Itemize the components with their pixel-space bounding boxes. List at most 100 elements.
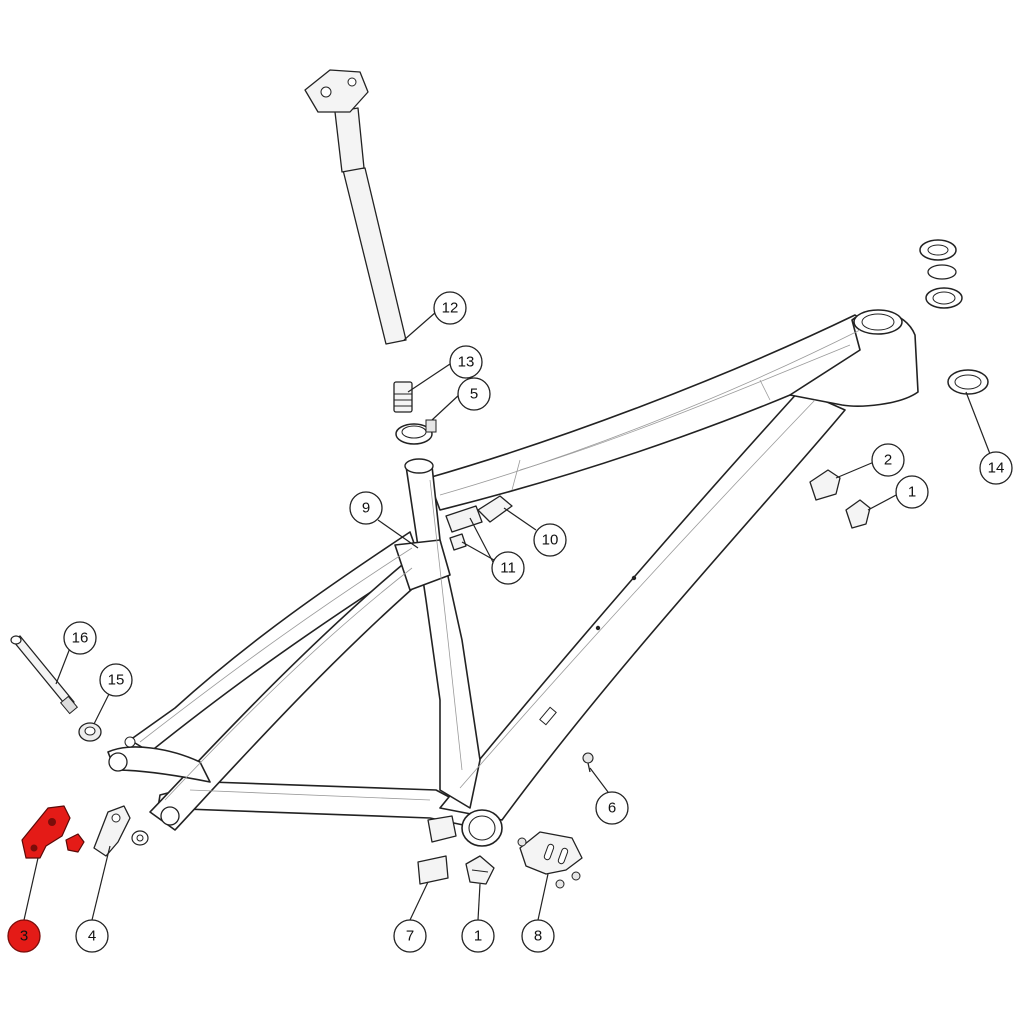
- axle-nut-hole: [84, 726, 96, 736]
- cable-stop-2: [809, 469, 841, 501]
- cable-guide-11a: [445, 505, 483, 533]
- thru-axle-thread: [59, 695, 79, 715]
- callout-13: 13: [449, 345, 483, 379]
- axle-nut: [78, 722, 102, 742]
- callout-9: 9: [349, 491, 383, 525]
- rear-stay-bridge: [107, 746, 211, 783]
- cable-stop-bb-detail: [471, 869, 489, 873]
- seat-clamp: [395, 419, 437, 445]
- cable-guide-10: [477, 495, 513, 523]
- bolt-6-head: [582, 752, 594, 764]
- svg-text:13: 13: [458, 354, 475, 371]
- callout-7: 7: [393, 919, 427, 953]
- dropout-plate-hole: [111, 813, 121, 823]
- callout-1-head: 1: [895, 475, 929, 509]
- svg-text:11: 11: [500, 560, 516, 577]
- callout-15: 15: [99, 663, 133, 697]
- bolt-6: [582, 752, 594, 773]
- bottle-boss-2: [595, 625, 601, 631]
- frame-contours: [139, 329, 861, 801]
- callouts: 12 13 5 9 10 11 2 1 14 16 15: [7, 291, 1013, 953]
- rear-dropout-part: [93, 805, 149, 857]
- chain-guide-slot-1: [543, 843, 555, 861]
- chain-guide-slot-2: [557, 847, 569, 865]
- cable-port: [539, 706, 557, 726]
- callout-3-highlighted: 3: [7, 919, 41, 953]
- headset-top-cap-inner: [927, 244, 949, 256]
- svg-text:6: 6: [608, 800, 616, 817]
- svg-text:1: 1: [908, 484, 916, 501]
- callout-11: 11: [491, 551, 525, 585]
- hanger-hole-2: [30, 844, 38, 852]
- thru-axle-head: [10, 635, 22, 645]
- dropout-washer-hole: [136, 834, 144, 842]
- callout-2: 2: [871, 443, 905, 477]
- callout-12: 12: [433, 291, 467, 325]
- bottom-bracket-bore: [468, 815, 496, 841]
- cable-stop-bb-body: [465, 855, 495, 885]
- derailleur-hanger-highlighted: [21, 805, 85, 859]
- bottle-boss-1: [631, 575, 637, 581]
- down-tube: [439, 389, 846, 821]
- seat-clamp-inner: [401, 425, 427, 439]
- cable-stop-1: [845, 499, 871, 529]
- svg-text:3: 3: [20, 928, 28, 945]
- svg-text:9: 9: [362, 500, 370, 517]
- callout-16: 16: [63, 621, 97, 655]
- svg-text:7: 7: [406, 928, 414, 945]
- cable-guide-11b: [449, 533, 467, 551]
- bb-cover-plate: [427, 815, 457, 843]
- cable-stops: [809, 469, 871, 529]
- rear-dropout-frame-left: [108, 752, 128, 772]
- svg-text:1: 1: [474, 928, 482, 945]
- callout-8: 8: [521, 919, 555, 953]
- chain-guide-bolt-2: [555, 879, 565, 889]
- thru-axle-shaft: [13, 635, 75, 709]
- svg-text:2: 2: [884, 452, 892, 469]
- headset: [919, 239, 989, 395]
- bike-frame: [107, 309, 919, 847]
- callout-1-bb: 1: [461, 919, 495, 953]
- expander-thread: [394, 393, 412, 407]
- svg-text:15: 15: [108, 672, 125, 689]
- rear-dropout-frame-right: [160, 806, 180, 826]
- hanger-plate-red: [21, 805, 71, 859]
- callout-4: 4: [75, 919, 109, 953]
- seatpost-clamp-bolt-2: [347, 77, 357, 87]
- seat-expander: [393, 381, 413, 413]
- headset-bearing-inner: [932, 291, 956, 305]
- hanger-nut-red: [65, 833, 85, 853]
- head-tube-top-inner: [861, 313, 895, 331]
- bolt-6-shank: [587, 762, 591, 773]
- callout-5: 5: [457, 377, 491, 411]
- svg-text:14: 14: [988, 460, 1005, 477]
- hanger-hole-1: [48, 818, 56, 826]
- cable-guide-parts: [445, 495, 513, 551]
- expander-body: [393, 381, 413, 413]
- callout-10: 10: [533, 523, 567, 557]
- seatpost-head-neck: [334, 107, 365, 173]
- seat-tube-top: [404, 458, 434, 474]
- thru-axle: [10, 635, 79, 715]
- seatpost-clamp-bolt: [320, 86, 332, 98]
- svg-text:16: 16: [72, 630, 89, 647]
- svg-text:12: 12: [442, 300, 459, 317]
- dropout-bolt: [124, 736, 136, 748]
- chain-guide-bolt-3: [571, 871, 581, 881]
- svg-text:10: 10: [542, 532, 559, 549]
- headset-lower-cup-inner: [954, 374, 982, 390]
- seatpost-clamp: [304, 69, 369, 113]
- leader-lines: [23, 311, 991, 921]
- seat-stay-junction: [394, 539, 451, 591]
- svg-text:5: 5: [470, 386, 478, 403]
- chain-guide-bolt-1: [517, 837, 527, 847]
- dropout-plate: [93, 805, 131, 857]
- svg-text:4: 4: [88, 928, 96, 945]
- cable-stop-bb: [465, 855, 495, 885]
- seat-clamp-bolt: [425, 419, 437, 433]
- seatpost-tube: [342, 167, 407, 345]
- seatpost: [304, 69, 407, 345]
- svg-text:8: 8: [534, 928, 542, 945]
- chain-guide: [517, 831, 583, 889]
- bb-cover-7: [417, 855, 449, 885]
